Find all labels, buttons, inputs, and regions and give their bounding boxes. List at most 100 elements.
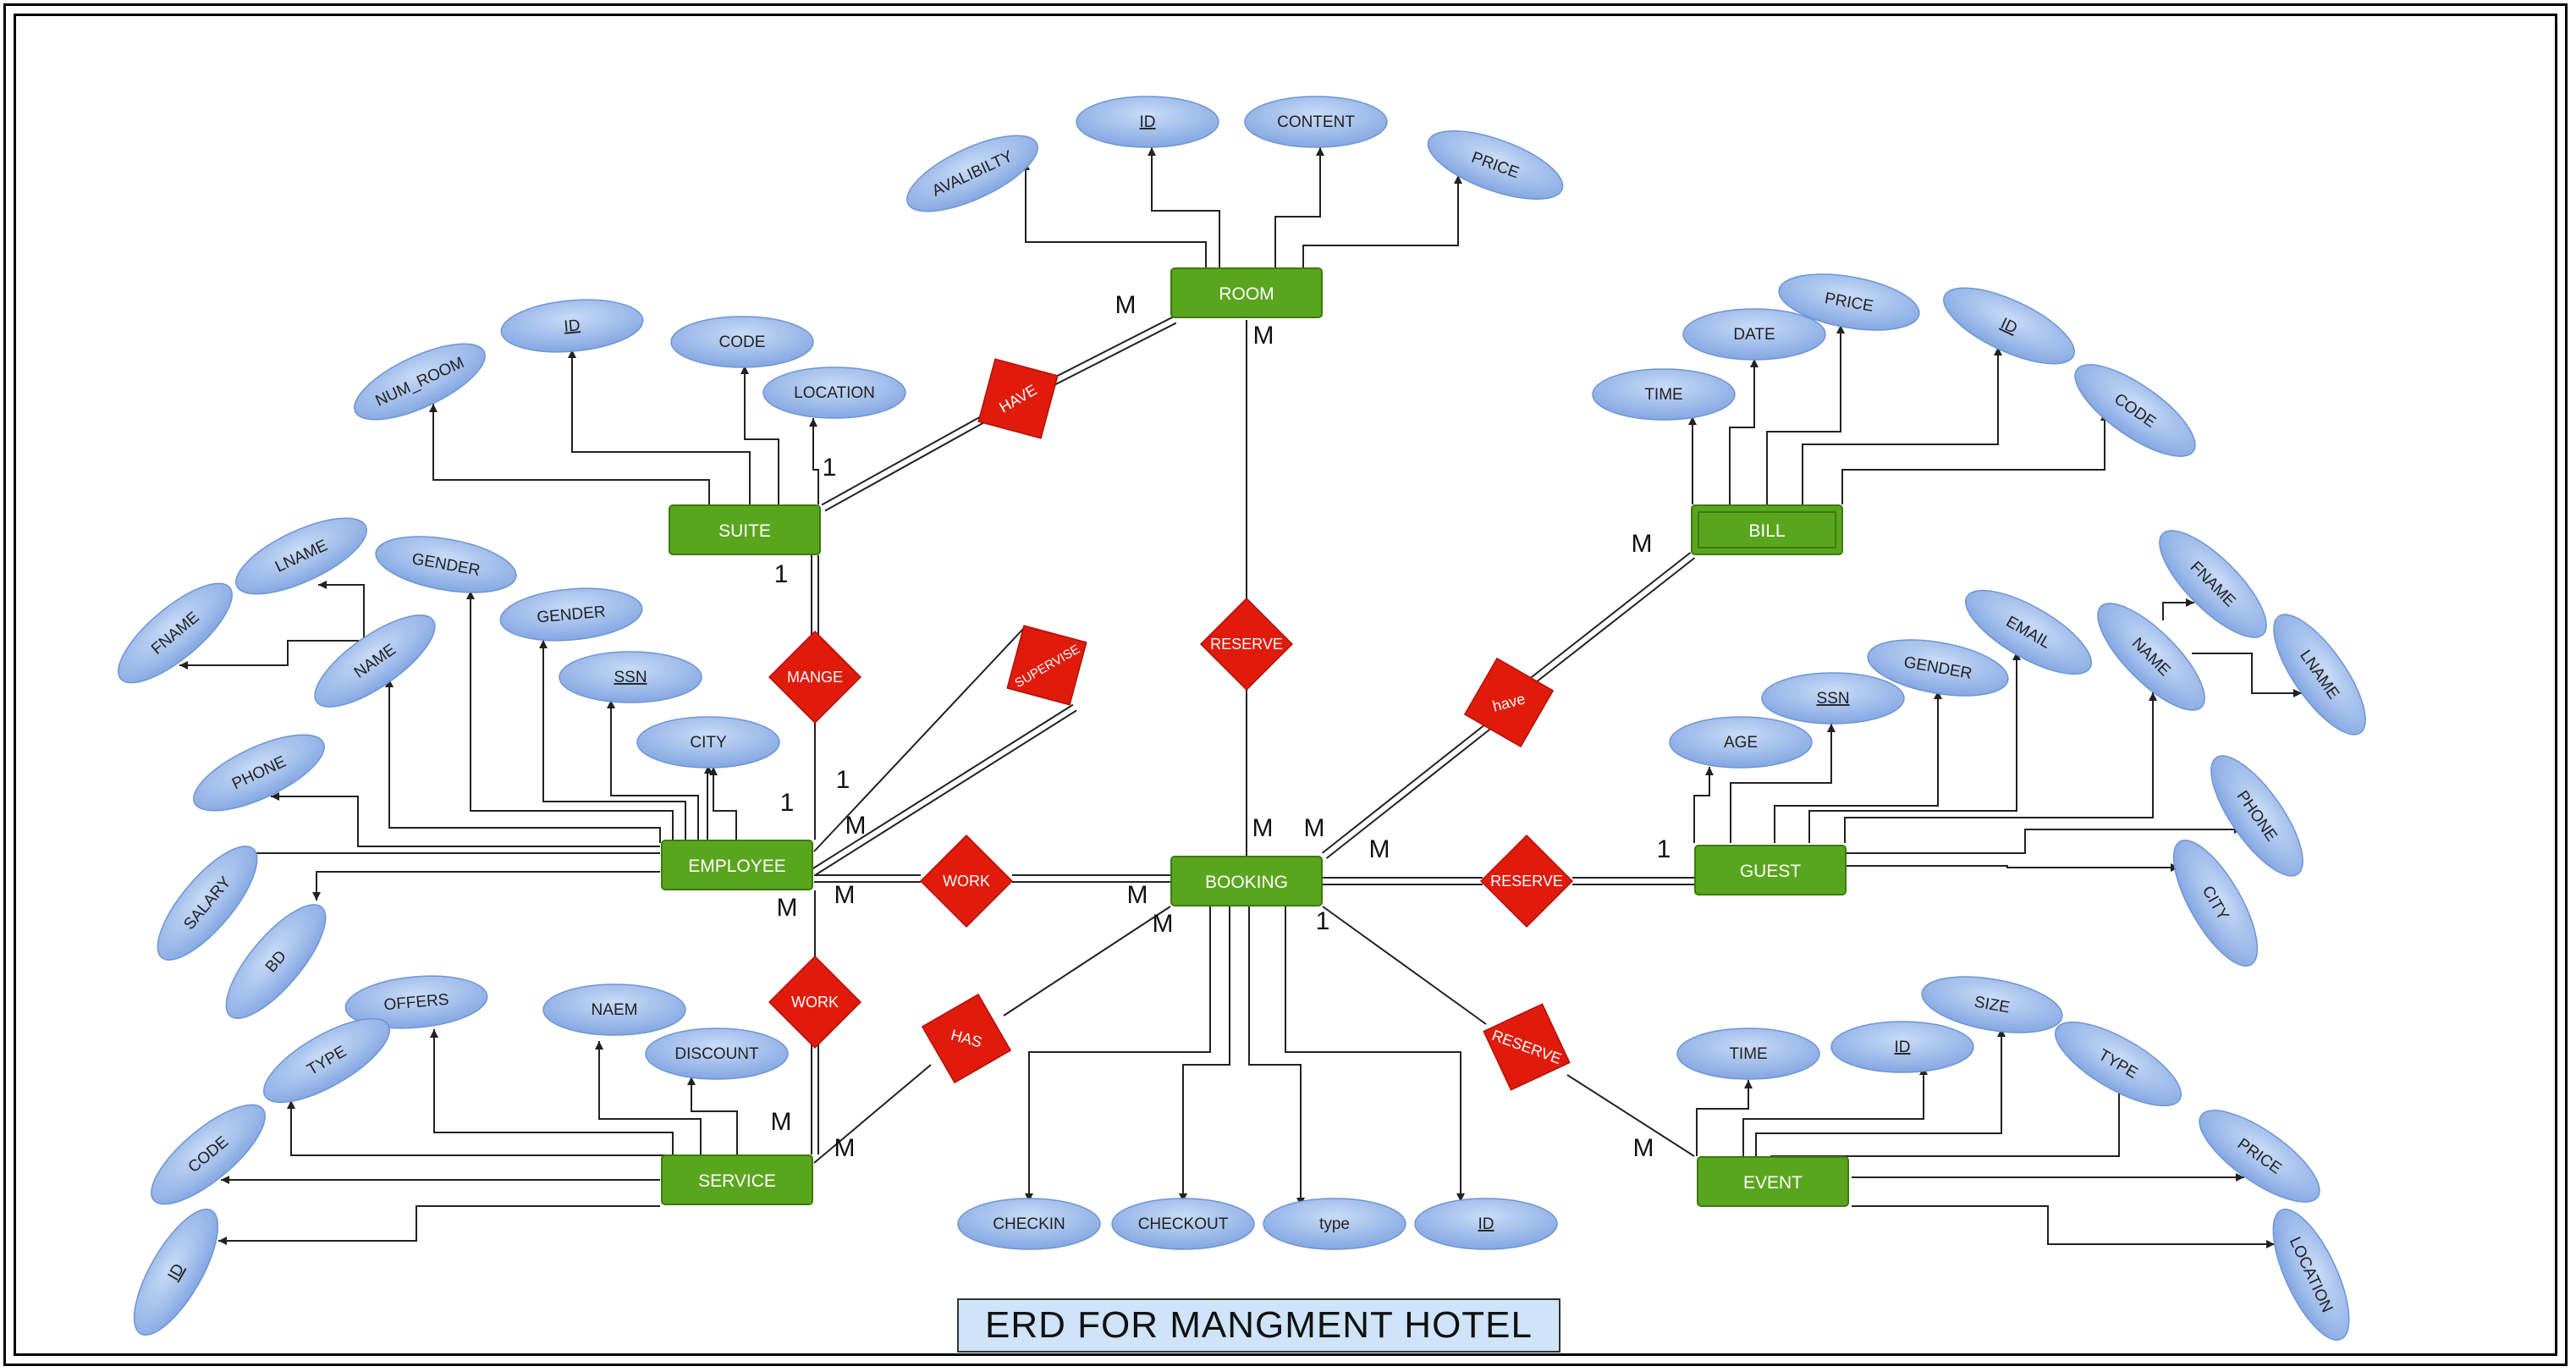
relationship-line <box>813 1064 932 1164</box>
attribute-checkin[interactable]: CHECKIN <box>957 1198 1101 1250</box>
relationship-work-booking[interactable]: WORK <box>920 835 1013 928</box>
relationship-reserve-room[interactable]: RESERVE <box>1200 598 1293 691</box>
attribute-connector <box>2162 598 2194 620</box>
attribute-city[interactable]: CITY <box>636 716 780 769</box>
entity-label: EMPLOYEE <box>688 857 786 876</box>
attribute-label: ID <box>1478 1215 1494 1233</box>
attribute-size[interactable]: SIZE <box>1918 967 2067 1042</box>
attribute-id[interactable]: ID <box>1830 1021 1974 1073</box>
attribute-lname[interactable]: LNAME <box>226 503 377 609</box>
relationship-have-bill[interactable]: have <box>1453 647 1565 758</box>
entity-booking[interactable]: BOOKING <box>1170 856 1323 906</box>
attribute-code[interactable]: CODE <box>670 316 814 368</box>
entity-label: BOOKING <box>1205 873 1288 892</box>
attribute-label: DATE <box>1733 326 1775 344</box>
entity-bill[interactable]: BILL <box>1691 504 1843 555</box>
relationship-line <box>1003 906 1171 1017</box>
attribute-price[interactable]: PRICE <box>2187 1094 2332 1218</box>
attribute-connector <box>1025 906 1211 1202</box>
relationship-work-service[interactable]: WORK <box>768 956 861 1049</box>
attribute-age[interactable]: AGE <box>1669 716 1813 769</box>
entity-label: EVENT <box>1743 1173 1803 1193</box>
relationship-label: RESERVE <box>1210 636 1283 653</box>
attribute-offers[interactable]: OFFERS <box>344 971 490 1033</box>
attribute-id[interactable]: ID <box>1076 96 1219 148</box>
attribute-connector <box>740 366 779 504</box>
outer-frame <box>3 3 2568 1366</box>
attribute-connector <box>466 591 674 843</box>
cardinality-label: M <box>1632 530 1653 558</box>
entity-suite[interactable]: SUITE <box>669 504 821 555</box>
attribute-price[interactable]: PRICE <box>1775 265 1924 339</box>
attribute-time[interactable]: TIME <box>1592 368 1736 421</box>
attribute-time[interactable]: TIME <box>1676 1028 1820 1080</box>
attribute-avalibilty[interactable]: AVALIBILTY <box>897 120 1048 226</box>
entity-guest[interactable]: GUEST <box>1694 845 1847 895</box>
cardinality-label: 1 <box>823 454 837 482</box>
attribute-type[interactable]: type <box>1263 1198 1406 1250</box>
relationship-reserve-event[interactable]: RESERVE <box>1468 989 1585 1105</box>
entity-room[interactable]: ROOM <box>1170 267 1323 318</box>
attribute-phone[interactable]: PHONE <box>184 719 334 825</box>
entity-event[interactable]: EVENT <box>1697 1156 1849 1207</box>
attribute-name[interactable]: NAME <box>2083 588 2219 725</box>
attribute-checkout[interactable]: CHECKOUT <box>1111 1198 1255 1250</box>
attribute-gender[interactable]: GENDER <box>372 527 520 602</box>
entity-service[interactable]: SERVICE <box>661 1154 813 1205</box>
connector-lines <box>179 147 2302 1248</box>
attribute-connector <box>1845 825 2243 854</box>
relationship-has[interactable]: HAS <box>911 983 1022 1094</box>
attribute-id[interactable]: ID <box>1414 1198 1558 1250</box>
attribute-naem[interactable]: NAEM <box>542 984 686 1036</box>
attribute-num-room[interactable]: NUM_ROOM <box>344 328 495 434</box>
relationship-supervise[interactable]: SUPERVISE <box>984 603 1109 728</box>
attribute-date[interactable]: DATE <box>1682 308 1826 361</box>
attribute-label: type <box>1319 1215 1350 1233</box>
cardinality-label: M <box>777 894 798 922</box>
attribute-code[interactable]: CODE <box>2062 349 2208 472</box>
attribute-type[interactable]: TYPE <box>2044 1006 2192 1121</box>
attribute-connector <box>1770 1080 2123 1157</box>
relationship-label: RESERVE <box>1490 873 1563 890</box>
attribute-type[interactable]: TYPE <box>252 1003 400 1118</box>
attribute-lname[interactable]: LNAME <box>2258 602 2381 747</box>
cardinality-label: 1 <box>836 766 850 794</box>
attribute-phone[interactable]: PHONE <box>2195 743 2319 889</box>
attribute-bd[interactable]: BD <box>211 890 341 1032</box>
relationship-reserve-guest[interactable]: RESERVE <box>1480 835 1573 928</box>
attribute-id[interactable]: ID <box>499 295 646 357</box>
relationship-line <box>1322 906 1487 1025</box>
entity-label: SERVICE <box>698 1171 776 1191</box>
attribute-fname[interactable]: FNAME <box>2144 515 2281 652</box>
relationship-mange[interactable]: MANGE <box>768 631 861 724</box>
attribute-email[interactable]: EMAIL <box>1954 575 2102 690</box>
attribute-city[interactable]: CITY <box>2158 829 2273 977</box>
attribute-connector <box>1730 724 1836 843</box>
attribute-id[interactable]: ID <box>118 1198 234 1346</box>
attribute-gender[interactable]: GENDER <box>1863 631 2012 705</box>
attribute-name[interactable]: NAME <box>302 599 448 723</box>
total-participation-line <box>1039 322 1177 394</box>
attribute-location[interactable]: LOCATION <box>762 366 906 419</box>
cardinality-label: M <box>845 812 867 840</box>
attribute-connector <box>1285 906 1465 1202</box>
relationship-have-room[interactable]: HAVE <box>955 336 1081 461</box>
attribute-connector <box>1179 906 1230 1202</box>
attribute-gender[interactable]: GENDER <box>498 583 645 646</box>
attribute-ssn[interactable]: SSN <box>559 651 702 703</box>
attribute-code[interactable]: CODE <box>137 1089 278 1220</box>
attribute-ssn[interactable]: SSN <box>1761 672 1905 725</box>
entity-employee[interactable]: EMPLOYEE <box>661 840 813 890</box>
attribute-content[interactable]: CONTENT <box>1244 96 1388 148</box>
attribute-location[interactable]: LOCATION <box>2258 1199 2364 1350</box>
attribute-discount[interactable]: DISCOUNT <box>645 1028 789 1080</box>
attribute-price[interactable]: PRICE <box>1420 117 1571 213</box>
attribute-id[interactable]: ID <box>1934 273 2084 378</box>
attribute-label: ID <box>1895 1039 1911 1056</box>
attribute-fname[interactable]: FNAME <box>104 568 245 698</box>
attribute-connector <box>1802 347 2002 504</box>
